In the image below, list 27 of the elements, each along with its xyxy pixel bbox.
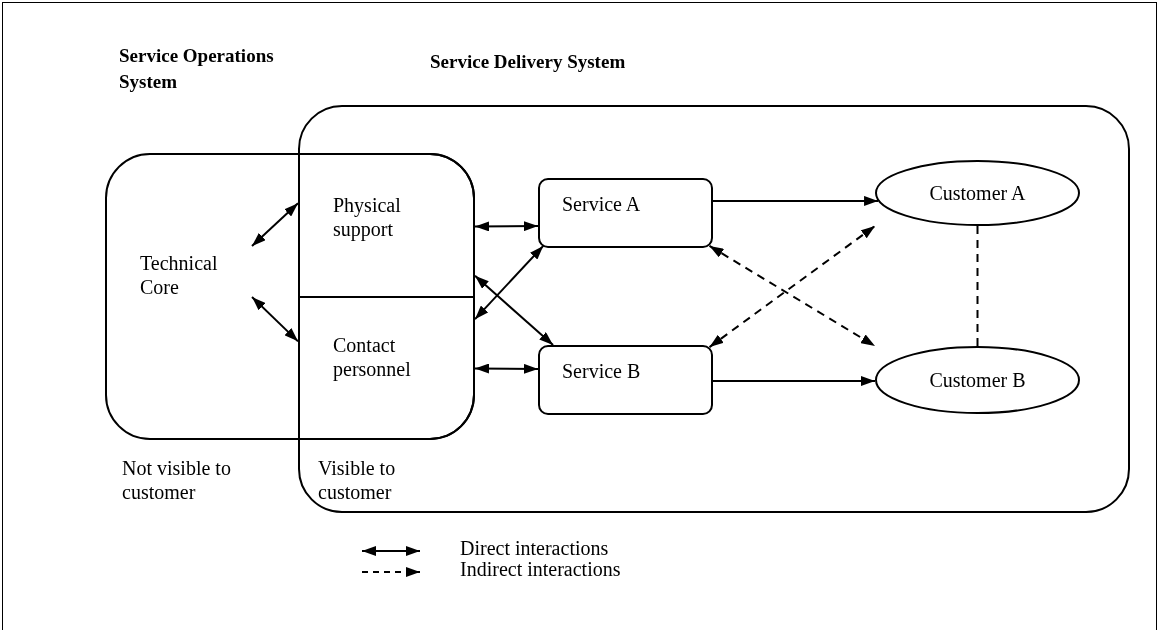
- node-label: Contact personnel: [333, 333, 412, 381]
- node-label: Service A: [562, 192, 642, 216]
- section: [298, 296, 475, 440]
- arrow: [708, 244, 876, 347]
- arrow: [474, 244, 545, 321]
- node-label: Technical Core: [140, 251, 219, 299]
- connector-line: [976, 225, 979, 347]
- node-label: Physical support: [333, 193, 402, 241]
- arrow: [712, 376, 876, 386]
- node-label: Service B: [562, 359, 642, 383]
- process-box: [538, 178, 713, 248]
- node-label: Customer B: [929, 368, 1026, 392]
- process-box: [538, 345, 713, 415]
- arrow: [474, 363, 539, 374]
- arrow: [474, 274, 555, 346]
- node-label: Customer A: [929, 181, 1026, 205]
- region-note: Not visible to customer: [122, 456, 232, 504]
- region-note: Visible to customer: [318, 456, 397, 504]
- arrow: [474, 221, 539, 232]
- arrow: [251, 202, 299, 247]
- arrow: [712, 195, 880, 206]
- group-heading: Service Delivery System: [430, 50, 627, 74]
- arrow: [708, 225, 876, 349]
- group-heading: Service Operations System: [119, 44, 275, 94]
- legend-label: Indirect interactions: [460, 558, 621, 580]
- arrow: [251, 296, 299, 343]
- legend-label: Direct interactions: [460, 537, 609, 559]
